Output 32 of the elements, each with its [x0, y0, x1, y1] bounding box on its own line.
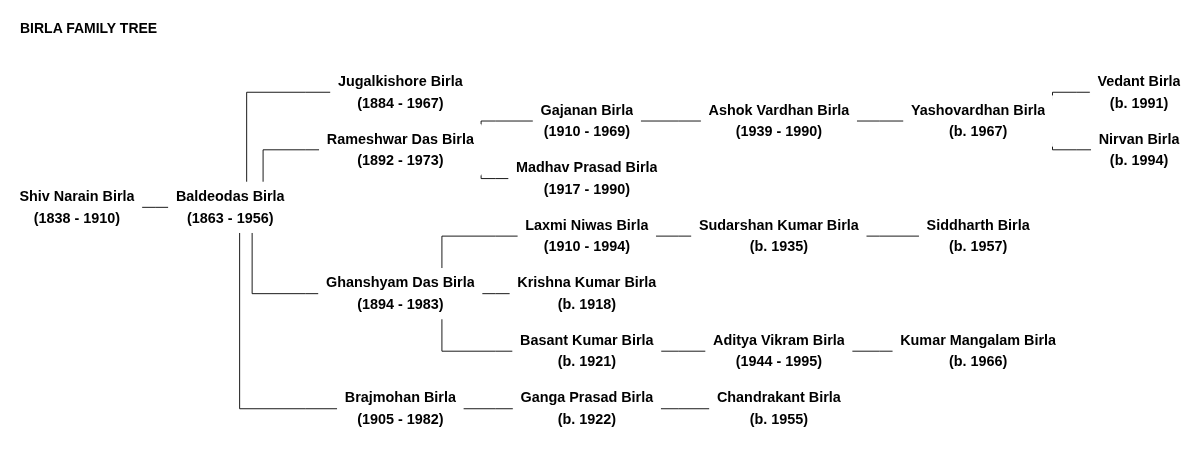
- node-text: Siddharth Birla (b. 1957): [926, 216, 1030, 254]
- node-text: Jugalkishore Birla (1884 - 1967): [337, 72, 463, 110]
- connector: [239, 231, 339, 409]
- node-text: Aditya Vikram Birla (1944 - 1995): [713, 331, 845, 369]
- connector: [480, 120, 534, 126]
- node-text: Ashok Vardhan Birla (1939 - 1990): [708, 101, 850, 139]
- node-text: Basant Kumar Birla (b. 1921): [520, 331, 654, 369]
- connector: [246, 91, 332, 183]
- connector: [441, 235, 519, 269]
- node-text: Vedant Birla (b. 1991): [1097, 72, 1181, 110]
- node-text: Rameshwar Das Birla (1892 - 1973): [326, 130, 474, 168]
- node-text: Krishna Kumar Birla (b. 1918): [517, 274, 657, 312]
- connector: [659, 407, 711, 409]
- connector: [481, 292, 511, 294]
- diagram-title: BIRLA FAMILY TREE: [20, 20, 158, 36]
- connector: [141, 206, 170, 208]
- node-text: Kumar Mangalam Birla (b. 1966): [900, 331, 1057, 369]
- node-text: Laxmi Niwas Birla (1910 - 1994): [525, 216, 649, 254]
- connector: [480, 173, 510, 179]
- node-text: Sudarshan Kumar Birla (b. 1935): [698, 216, 859, 254]
- connector: [251, 231, 320, 294]
- node-text: Brajmohan Birla (1905 - 1982): [344, 389, 456, 427]
- node-text: Nirvan Birla (b. 1994): [1098, 130, 1180, 168]
- node-text: Madhav Prasad Birla (1917 - 1990): [516, 159, 658, 197]
- node-text: Shiv Narain Birla (1838 - 1910): [19, 187, 135, 225]
- node-text: Ghanshyam Das Birla (1894 - 1983): [325, 274, 475, 312]
- node-text: Baldeodas Birla (1863 - 1956): [175, 187, 285, 225]
- node-text: Yashovardhan Birla (b. 1967): [910, 101, 1046, 139]
- connector: [462, 407, 514, 409]
- node-text: Chandrakant Birla (b. 1955): [716, 389, 841, 427]
- node-text: Gajanan Birla (1910 - 1969): [540, 101, 634, 139]
- node-text: Ganga Prasad Birla (b. 1922): [520, 389, 654, 427]
